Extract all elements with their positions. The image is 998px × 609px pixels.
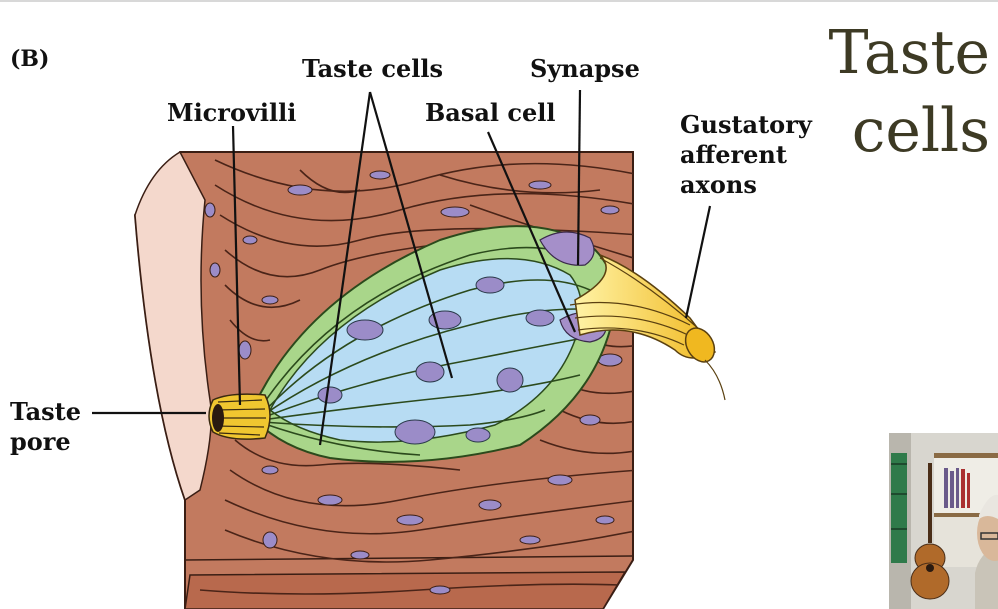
leader-taste-cells-1 (318, 91, 372, 446)
label-gustatory-line2: afferent (680, 140, 787, 169)
label-taste-cells: Taste cells (302, 54, 443, 83)
webcam-image (889, 433, 998, 609)
taste-cell-nuclei (317, 276, 555, 445)
leader-taste-cells-2 (368, 91, 454, 379)
gustatory-axons (569, 254, 726, 401)
epithelial-nuclei (204, 170, 623, 595)
slide-title: Taste cells (828, 14, 990, 170)
panel-label: (B) (10, 46, 50, 72)
taste-pore (208, 393, 271, 440)
leader-lines (92, 89, 712, 446)
slide-title-line1: Taste (828, 18, 990, 88)
top-border (0, 0, 998, 2)
label-gustatory-line3: axons (680, 170, 757, 199)
label-microvilli: Microvilli (167, 98, 297, 127)
slide-title-line2: cells (851, 96, 990, 166)
leader-gustatory (684, 205, 712, 319)
label-taste-pore-line2: pore (10, 427, 71, 456)
label-gustatory-line1: Gustatory (680, 110, 812, 139)
leader-microvilli (231, 125, 242, 406)
taste-bud (248, 225, 616, 463)
label-gustatory-afferent-axons: Gustatory afferent axons (680, 110, 812, 200)
label-synapse: Synapse (530, 54, 640, 83)
surface-epithelium (134, 150, 212, 502)
label-basal-cell: Basal cell (425, 98, 556, 127)
presenter (975, 494, 998, 609)
leader-basal-cell (486, 131, 577, 333)
presenter-webcam (889, 433, 998, 609)
label-taste-pore-line1: Taste (10, 397, 81, 426)
guitar-icon (910, 463, 950, 600)
label-taste-pore: Taste pore (10, 397, 81, 457)
leader-synapse (576, 89, 582, 266)
